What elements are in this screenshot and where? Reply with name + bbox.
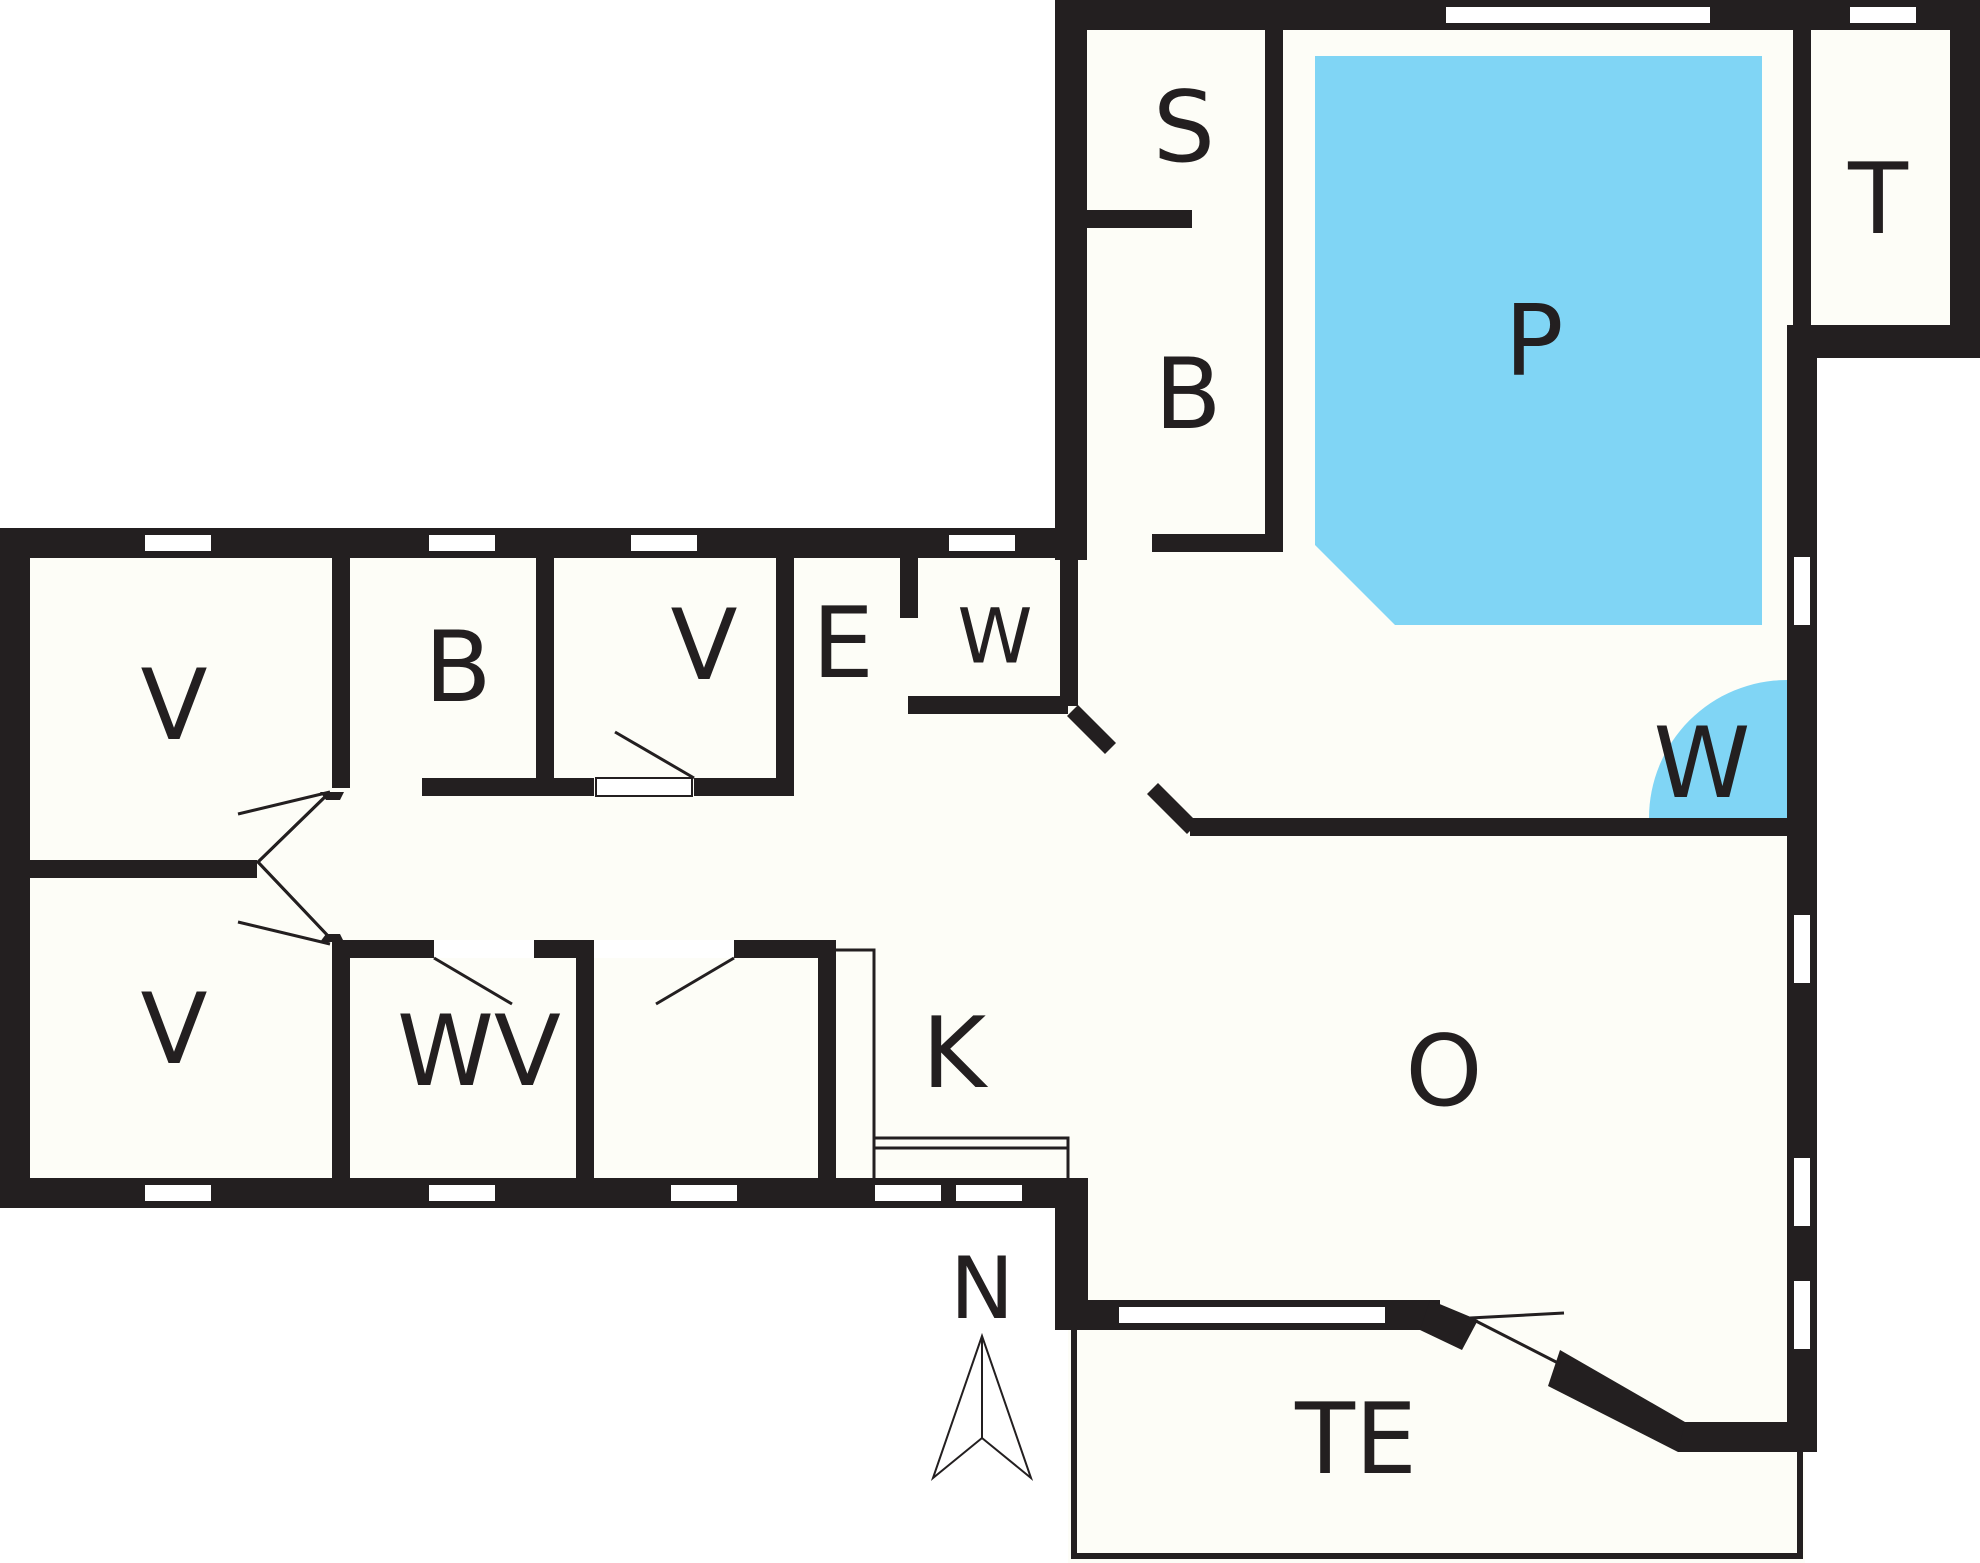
room-label-bedroom-sw: V [140, 973, 207, 1087]
room-label-washroom-pool: W [1654, 707, 1751, 821]
room-label-living: O [1405, 1015, 1482, 1129]
room-label-terrace-small: T [1847, 143, 1909, 257]
door-swings [237, 730, 1565, 1366]
compass-label: N [950, 1239, 1014, 1339]
room-label-bath-north: B [1154, 338, 1221, 452]
room-label-bedroom-nw: V [140, 649, 207, 763]
north-arrow-icon [930, 1332, 1034, 1481]
pool-basin [1315, 56, 1762, 625]
terrace-outline [1071, 1330, 1803, 1559]
room-label-kitchen: K [922, 997, 989, 1111]
pool-quarter-circle [1649, 680, 1787, 818]
windows [143, 5, 1918, 1351]
room-label-terrace: TE [1294, 1383, 1417, 1497]
room-label-washroom-north: W [957, 592, 1032, 681]
kitchen-counter [836, 948, 1070, 1178]
room-label-entrance: E [812, 587, 874, 701]
room-label-bath-west: B [424, 611, 491, 725]
room-label-bedroom-mid: V [670, 589, 737, 703]
compass: N [930, 1239, 1034, 1481]
room-label-pool: P [1504, 285, 1563, 399]
room-label-toilet-laundry: WV [397, 995, 561, 1109]
room-label-sauna: S [1153, 71, 1215, 185]
